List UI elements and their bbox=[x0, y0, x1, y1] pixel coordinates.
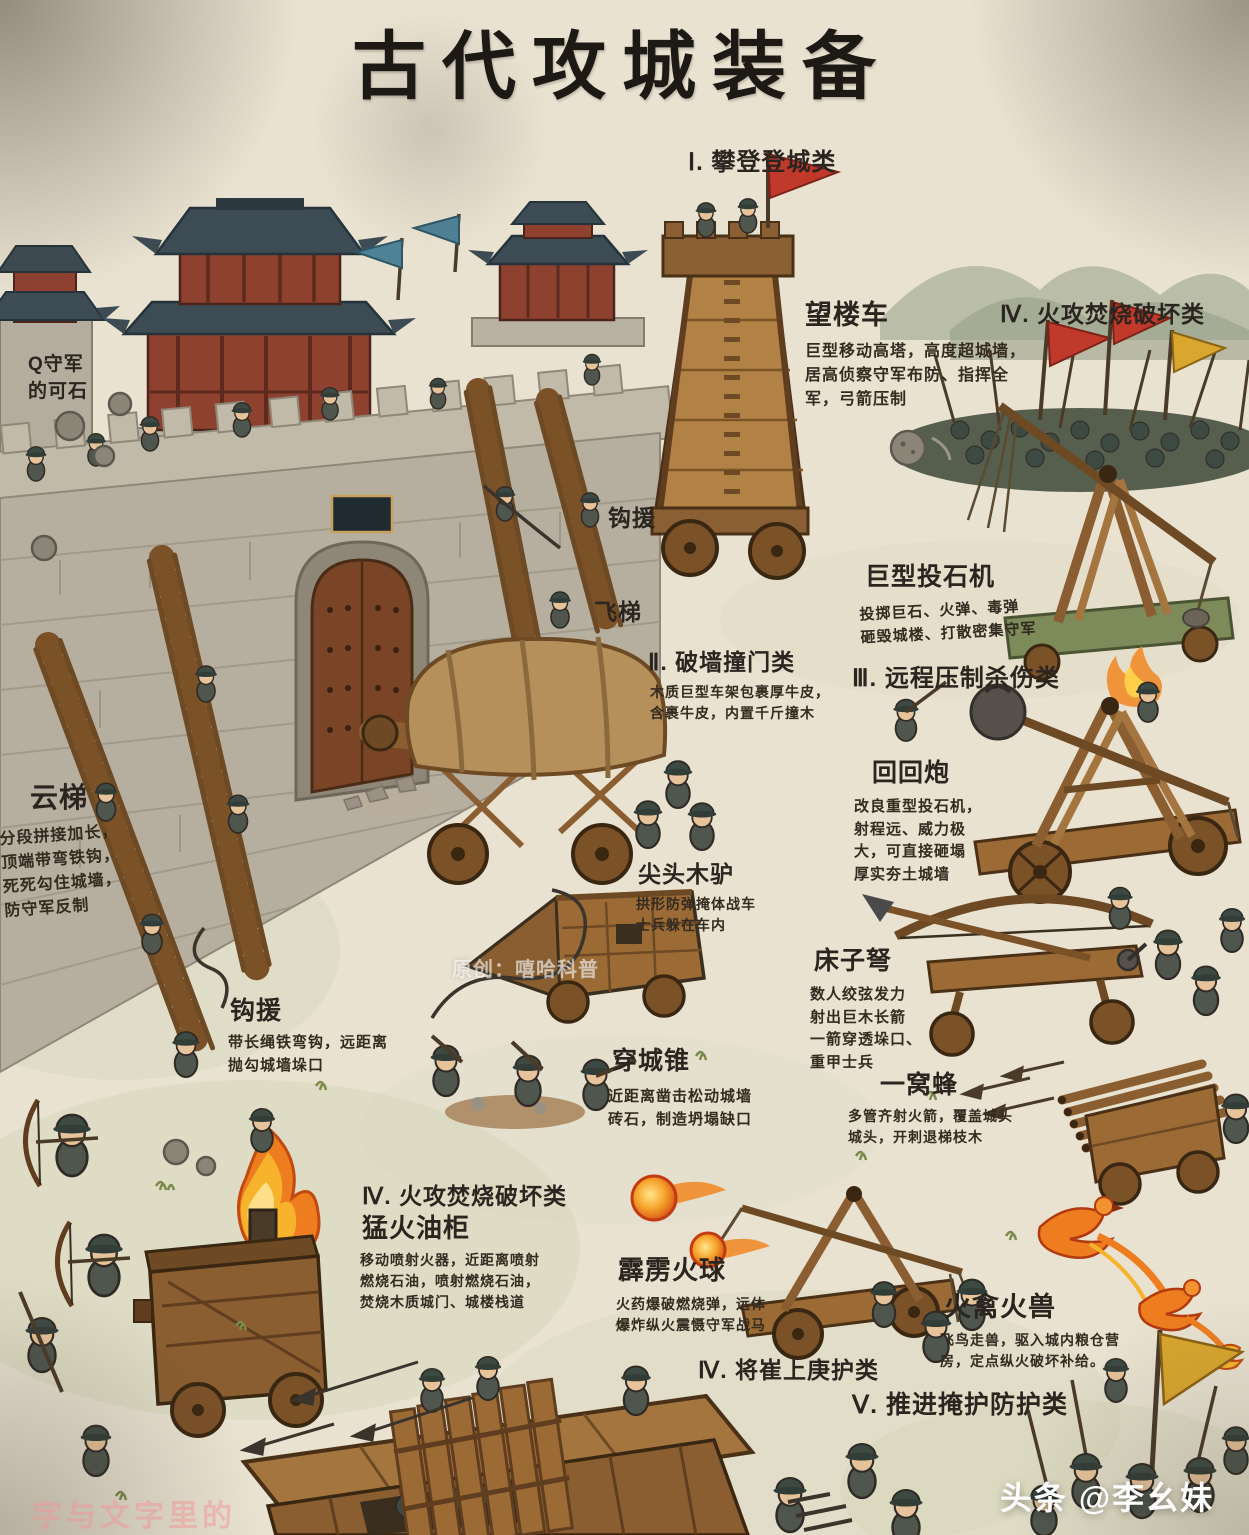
flying-rockets bbox=[959, 1060, 1065, 1120]
yiwofeng-desc: 多管齐射火箭，覆盖城头 城头，开刺退梯枝木 bbox=[848, 1108, 1013, 1145]
category-2-desc: 木质巨型车架包裹厚牛皮， 含裹牛皮，内置千斤撞木 bbox=[650, 684, 830, 721]
stray-stones bbox=[30, 391, 217, 1177]
feiti-label: 飞梯 bbox=[594, 599, 642, 625]
category-4-shield-heading: Ⅳ. 将崔上庚护类 bbox=[698, 1357, 880, 1383]
chuanchengzhui-desc: 近距离凿击松动城墙 砖石，制造坍塌缺口 bbox=[608, 1088, 753, 1128]
yunti-desc: 分段拼接加长， 顶端带弯铁钩， 死死勾住城墙， 防守军反制 bbox=[0, 822, 123, 921]
chuanchengzhui-name: 穿城锥 bbox=[612, 1047, 691, 1075]
gouyuan-desc: 带长绳铁弯钩，远距离 抛勾城墙垛口 bbox=[228, 1034, 389, 1074]
gate-rubble bbox=[342, 775, 417, 811]
palisade-mantlet bbox=[388, 1377, 575, 1535]
menghuoyougui-desc: 移动喷射火器，近距离喷射 燃烧石油，喷射燃烧石油， 焚烧木质城门、城楼栈道 bbox=[360, 1252, 540, 1310]
wanglouche-desc: 巨型移动高塔，高度超城墙， 居高侦察守军布防、指挥全 军，弓箭压制 bbox=[805, 343, 1027, 408]
motion-dashes bbox=[787, 1492, 853, 1532]
category-1-heading: Ⅰ. 攀登登城类 bbox=[688, 149, 837, 176]
pointed-mule-cart bbox=[464, 889, 706, 1024]
siege-tower bbox=[650, 152, 842, 580]
pili-trebuchet bbox=[630, 1174, 989, 1364]
page-title: 古代攻城装备 bbox=[352, 25, 892, 108]
category-5-heading: Ⅴ. 推进掩护防护类 bbox=[852, 1391, 1068, 1419]
battering-ram bbox=[359, 636, 718, 885]
gate-plaque bbox=[330, 494, 394, 534]
toushiji-name: 巨型投石机 bbox=[865, 563, 996, 591]
watermark-bottom-left: 字与文字里的 bbox=[32, 1500, 236, 1533]
attacker-soldiers bbox=[93, 486, 948, 1153]
giant-trebuchet bbox=[889, 402, 1235, 723]
grass-tufts bbox=[114, 1050, 1018, 1501]
category-2-heading: Ⅱ. 破墙撞门类 bbox=[648, 649, 796, 675]
watermark-creator: 原创：嘻哈科普 bbox=[452, 959, 599, 981]
jiantoumulv-desc: 拱形防弹掩体战车 士兵躲在车内 bbox=[636, 896, 756, 933]
rope-squiggles bbox=[192, 484, 587, 1019]
huihuipao-desc: 改良重型投石机， 射程远、威力极 大，可直接砸塌 厚实夯土城墙 bbox=[854, 798, 983, 883]
flying-stone bbox=[889, 429, 952, 467]
pilihuoqiu-name: 霹雳火球 bbox=[618, 1255, 727, 1285]
pick-crew bbox=[429, 1034, 637, 1129]
yunti-name: 云梯 bbox=[30, 782, 89, 813]
menghuoyougui-name: 猛火油柜 bbox=[362, 1213, 471, 1243]
chuangzinu-desc: 数人绞弦发力 射出巨木长箭 一箭穿透垛口、 重甲士兵 bbox=[810, 986, 923, 1071]
huoqinhuoshou-desc: 飞鸟走兽，驱入城内粮仓营 房，定点纵火破坏补给。 bbox=[940, 1332, 1120, 1369]
pilihuoqiu-desc: 火药爆破燃烧弹，远体 爆炸纵火震慑守军战马 bbox=[616, 1296, 766, 1333]
category-4-top-heading: Ⅳ. 火攻焚烧破坏类 bbox=[1000, 301, 1206, 327]
siege-tower-wheels bbox=[661, 519, 806, 580]
category-3-heading: Ⅲ. 远程压制杀伤类 bbox=[852, 665, 1060, 692]
defender-stone-note: Q守军 的可石 bbox=[28, 354, 89, 402]
tower-flag bbox=[766, 152, 842, 200]
fireballs bbox=[630, 1174, 770, 1269]
jiantoumulv-name: 尖头木驴 bbox=[638, 861, 734, 887]
toushiji-desc: 投掷巨石、火弹、毒弹 砸毁城楼、打散密集守军 bbox=[859, 598, 1037, 647]
wanglouche-name: 望楼车 bbox=[805, 300, 889, 330]
huihuipao-trebuchet bbox=[969, 683, 1242, 904]
gouyuan-name: 钩援 bbox=[230, 997, 283, 1025]
army-flags bbox=[1038, 299, 1228, 421]
huoqinhuoshou-name: 火禽火兽 bbox=[944, 1292, 1056, 1322]
mid-pagoda bbox=[468, 201, 648, 347]
burning-soldiers bbox=[1106, 646, 1162, 723]
category-4-bottom-heading: Ⅳ. 火攻焚烧破坏类 bbox=[362, 1183, 568, 1209]
watermark-toutiao: 头条 @李幺妹 bbox=[1000, 1480, 1215, 1516]
gouyuan-top-label: 钩援 bbox=[608, 505, 656, 531]
huihuipao-name: 回回炮 bbox=[872, 759, 951, 787]
chuangzinu-name: 床子弩 bbox=[814, 947, 893, 975]
rocket-cart bbox=[959, 1059, 1249, 1206]
yiwofeng-name: 一窝蜂 bbox=[880, 1071, 959, 1099]
flying-arrows bbox=[239, 1360, 473, 1456]
bed-crossbow bbox=[862, 886, 1247, 1057]
